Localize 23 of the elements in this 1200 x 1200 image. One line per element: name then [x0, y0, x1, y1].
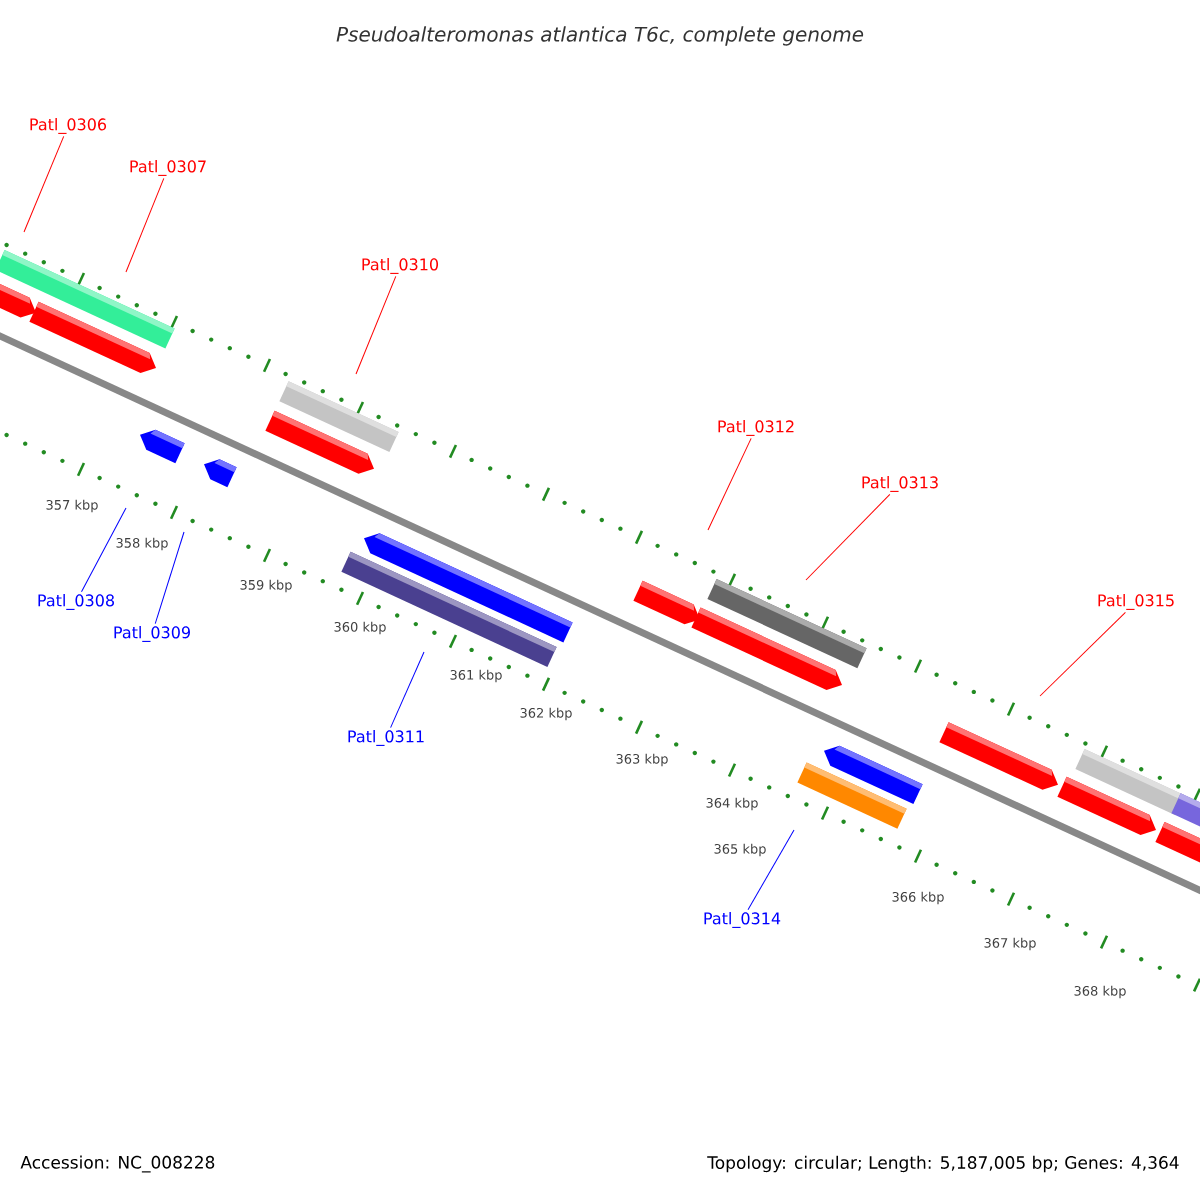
leader-line	[1039, 611, 1126, 697]
leader-line	[805, 493, 891, 581]
gene-label: Patl_0313	[862, 476, 938, 492]
gene-label: Patl_0308	[38, 594, 114, 610]
leader-line	[23, 135, 65, 233]
leader-line	[81, 507, 127, 593]
gene-label: Patl_0311	[348, 730, 424, 746]
accession-text: Accession: NC_008228	[20, 1155, 215, 1173]
leader-line	[390, 651, 425, 729]
gene-label: Patl_0309	[114, 626, 190, 642]
genome-info-text: Topology: circular; Length: 5,187,005 bp; Genes: 4,364	[707, 1155, 1179, 1173]
leader-line	[125, 177, 165, 273]
gene-label: Patl_0315	[1098, 594, 1174, 610]
gene-label: Patl_0312	[718, 420, 794, 436]
leader-line	[355, 275, 397, 375]
leader-line	[154, 531, 185, 625]
gene-label: Patl_0314	[704, 912, 781, 928]
gene-label: Patl_0307	[130, 160, 206, 176]
leader-line	[747, 829, 795, 911]
title: Pseudoalteromonas atlantica T6c, complete genome	[336, 26, 864, 46]
leader-line	[707, 437, 752, 531]
gene-label: Patl_0310	[362, 258, 439, 274]
gene-label: Patl_0306	[30, 118, 107, 134]
